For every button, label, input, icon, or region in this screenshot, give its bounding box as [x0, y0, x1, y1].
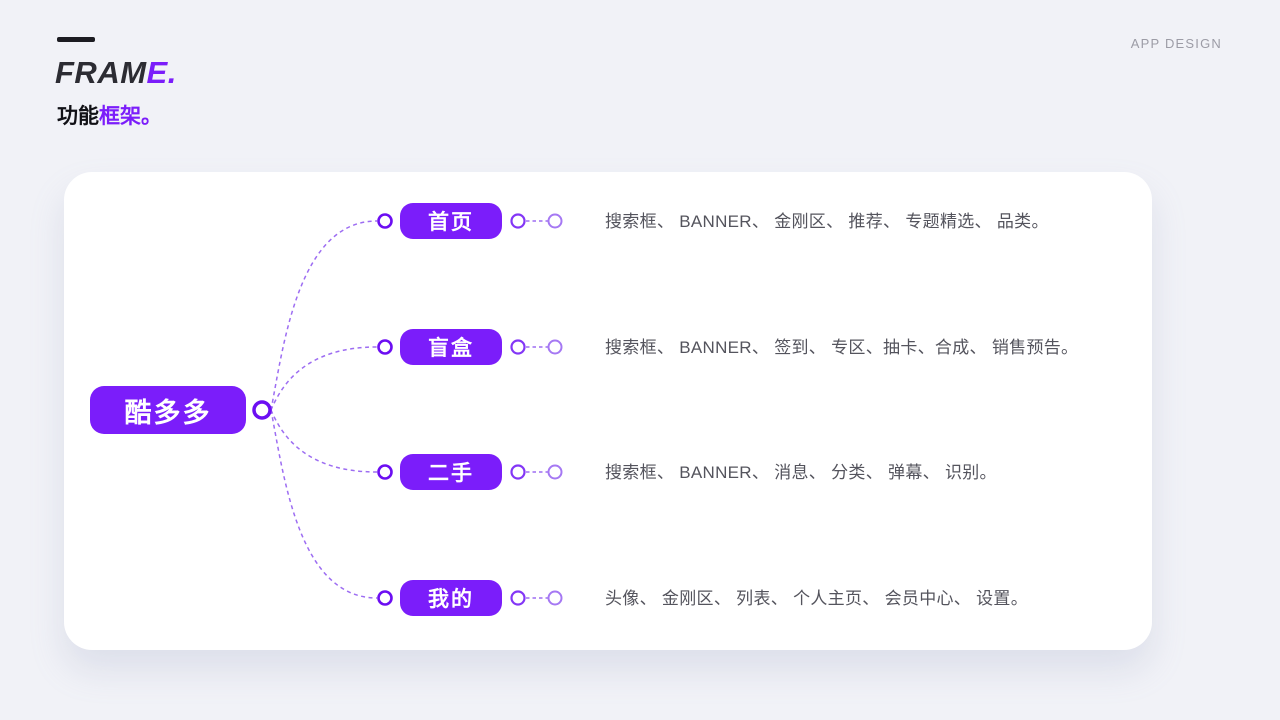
brand-dash: [57, 37, 95, 42]
page-title-prefix: 功能: [57, 105, 99, 128]
branch-1-right-circle-outer: [547, 213, 563, 229]
root-anchor-circle: [252, 400, 272, 420]
branch-3-right-circle-outer: [547, 464, 563, 480]
curve-to-branch-2: [270, 346, 378, 411]
branch-2-right-circle-outer: [547, 339, 563, 355]
branch-curves: [270, 220, 378, 599]
app-design-label: APP DESIGN: [1130, 36, 1222, 51]
branch-row-blindbox: 盲盒 搜索框、 BANNER、 签到、 专区、抽卡、合成、 销售预告。: [64, 329, 1152, 365]
branch-row-secondhand: 二手 搜索框、 BANNER、 消息、 分类、 弹幕、 识别。: [64, 454, 1152, 490]
curve-to-branch-4: [270, 409, 378, 599]
page-title-accent: 框架。: [99, 105, 162, 128]
branch-node-blindbox[interactable]: 盲盒: [400, 329, 502, 365]
branch-node-home[interactable]: 首页: [400, 203, 502, 239]
mindmap-card: 酷多多 首页 搜索框、 BANNER、 金刚区、 推荐、 专题精选、 品类。 盲…: [64, 172, 1152, 650]
branch-description-home: 搜索框、 BANNER、 金刚区、 推荐、 专题精选、 品类。: [605, 212, 1049, 231]
branch-node-secondhand[interactable]: 二手: [400, 454, 502, 490]
branch-node-profile[interactable]: 我的: [400, 580, 502, 616]
curve-to-branch-1: [270, 220, 378, 411]
branch-row-home: 首页 搜索框、 BANNER、 金刚区、 推荐、 专题精选、 品类。: [64, 203, 1152, 239]
curve-to-branch-3: [270, 409, 378, 473]
branch-1-right-circle-inner: [510, 213, 526, 229]
root-node[interactable]: 酷多多: [90, 386, 246, 434]
brand-logo-accent: E.: [146, 55, 177, 90]
branch-description-blindbox: 搜索框、 BANNER、 签到、 专区、抽卡、合成、 销售预告。: [605, 338, 1079, 357]
brand-logo: FRAME.: [55, 55, 177, 91]
branch-3-left-circle: [377, 464, 393, 480]
branch-description-secondhand: 搜索框、 BANNER、 消息、 分类、 弹幕、 识别。: [605, 463, 997, 482]
page-title: 功能框架。: [57, 100, 162, 130]
branch-1-left-circle: [377, 213, 393, 229]
branch-2-right-circle-inner: [510, 339, 526, 355]
branch-3-right-circle-inner: [510, 464, 526, 480]
branch-description-profile: 头像、 金刚区、 列表、 个人主页、 会员中心、 设置。: [605, 589, 1029, 608]
branch-4-right-circle-inner: [510, 590, 526, 606]
brand-logo-prefix: FRAM: [55, 55, 147, 90]
branch-2-left-circle: [377, 339, 393, 355]
branch-4-left-circle: [377, 590, 393, 606]
branch-4-right-circle-outer: [547, 590, 563, 606]
mindmap-connectors: [252, 213, 563, 606]
branch-anchor-circles: [377, 213, 563, 606]
branch-row-profile: 我的 头像、 金刚区、 列表、 个人主页、 会员中心、 设置。: [64, 580, 1152, 616]
